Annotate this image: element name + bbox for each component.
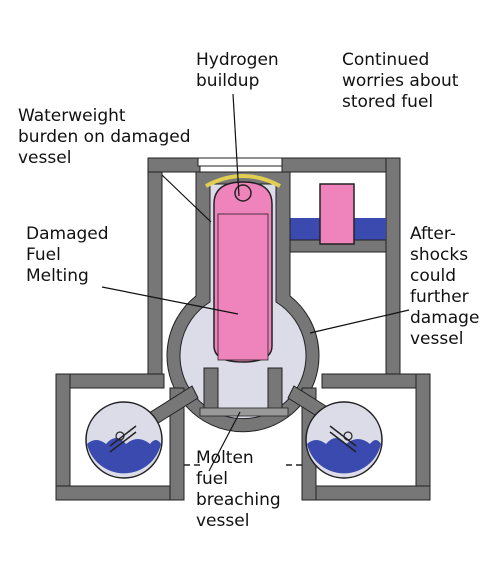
suppression-pool-left: [85, 401, 163, 479]
label-molten-fuel: Molten fuel breaching vessel: [196, 448, 281, 531]
leader-waterweight: [161, 174, 212, 223]
leader-aftershocks: [309, 309, 410, 334]
reactor-building: [147, 157, 401, 389]
leader-hydrogen: [232, 93, 240, 197]
fuel-core: [217, 213, 269, 361]
containment-lid: [205, 174, 281, 188]
leader-damaged-fuel: [101, 286, 239, 315]
leader-lines: [101, 93, 410, 472]
hydrogen-bubble: [234, 184, 252, 202]
spent-fuel-pool: [284, 183, 387, 253]
pedestal: [199, 367, 289, 417]
label-waterweight-burden: Waterweight burden on damaged vessel: [18, 106, 191, 168]
label-hydrogen-buildup: Hydrogen buildup: [196, 50, 279, 91]
suppression-pool-right: [305, 401, 383, 479]
leader-molten: [208, 411, 241, 472]
label-damaged-fuel-melting: Damaged Fuel Melting: [26, 224, 109, 286]
label-aftershocks: After- shocks could further damage vesse…: [410, 224, 480, 349]
label-stored-fuel-worries: Continued worries about stored fuel: [342, 50, 459, 112]
